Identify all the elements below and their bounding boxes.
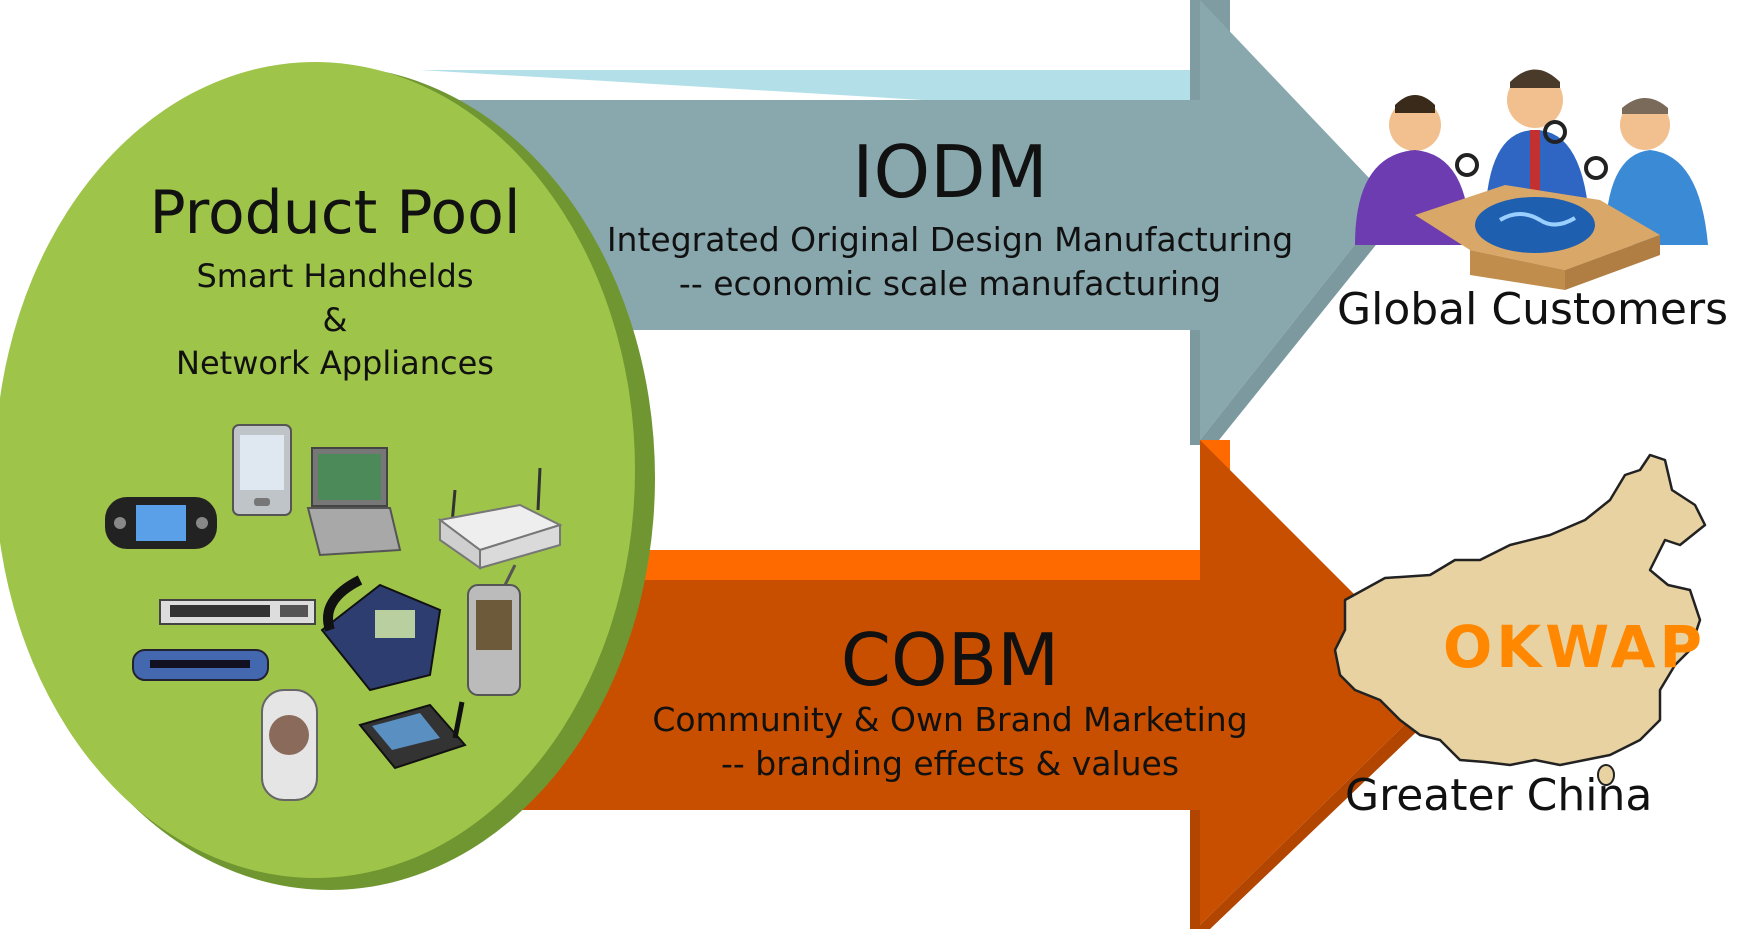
product-pool-line1: Smart Handhelds <box>196 257 474 295</box>
greater-china-label: Greater China <box>1345 770 1653 821</box>
portable-dvd-icon <box>306 447 402 557</box>
cobm-line2: -- branding effects & values <box>720 744 1180 783</box>
iodm-line1: Integrated Original Design Manufacturing <box>606 220 1294 259</box>
network-switch-icon <box>159 599 316 625</box>
flip-phone-icon <box>467 564 521 696</box>
product-pool-title: Product Pool <box>149 178 521 248</box>
hub-icon <box>132 649 269 681</box>
okwap-logo: OKWAP <box>1443 613 1707 681</box>
iodm-line2: -- economic scale manufacturing <box>678 264 1222 303</box>
pda-icon <box>232 424 292 516</box>
product-pool-line3: Network Appliances <box>176 344 494 382</box>
product-pool-line2: & <box>322 301 348 339</box>
handheld-console-icon <box>105 497 217 549</box>
cobm-line1: Community & Own Brand Marketing <box>652 700 1248 739</box>
iodm-arrow <box>420 0 1400 445</box>
gps-navigator-icon <box>358 701 467 770</box>
wireless-router-icon <box>437 467 563 570</box>
cobm-acronym: COBM <box>840 618 1060 702</box>
iodm-acronym: IODM <box>852 130 1048 214</box>
global-customers-label: Global Customers <box>1337 284 1728 335</box>
desk-phone-icon <box>320 575 442 692</box>
camera-phone-icon <box>261 689 318 801</box>
